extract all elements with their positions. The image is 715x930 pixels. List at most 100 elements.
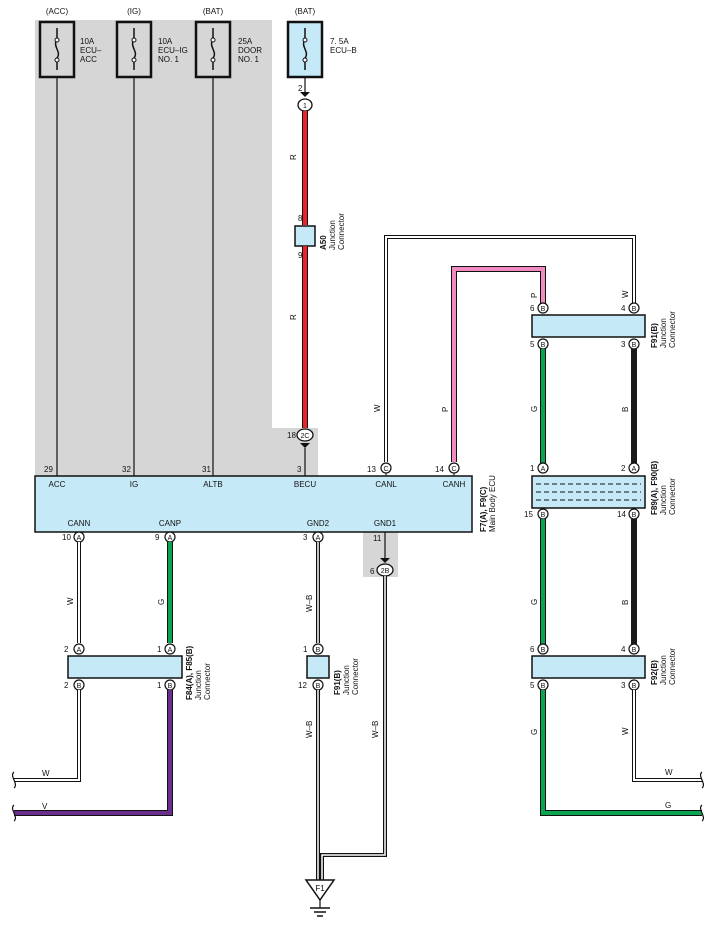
fuse-name: ECU–B bbox=[330, 46, 357, 55]
wire-color-label: W–B bbox=[371, 721, 380, 738]
fuse-name: ECU–IG bbox=[158, 46, 188, 55]
ecu-pin-number: 3 bbox=[303, 533, 308, 542]
wire-color-label: W bbox=[66, 597, 75, 605]
pin-number: 18 bbox=[287, 431, 296, 440]
ecu-pin-number: 32 bbox=[122, 465, 131, 474]
f92-junction-connector bbox=[531, 655, 646, 679]
wire-color-label: G bbox=[530, 599, 539, 605]
wire-color-label: W bbox=[373, 404, 382, 412]
fuse-rating: 25A bbox=[238, 37, 253, 46]
fuse-ecu-b: (BAT) 7. 5A ECU–B bbox=[286, 7, 357, 79]
wire-color-label: W bbox=[665, 768, 673, 777]
ecu-pin-label: CANP bbox=[159, 519, 181, 528]
pin-number: 2 bbox=[64, 645, 69, 654]
f84-f85-junction-connector bbox=[67, 655, 183, 679]
a50-desc-1: Junction bbox=[328, 220, 337, 250]
fuse-source-label: (ACC) bbox=[46, 7, 69, 16]
connector-pin: B bbox=[541, 647, 546, 654]
ecu-pin-number: 10 bbox=[62, 533, 71, 542]
pin-number: 9 bbox=[298, 251, 303, 260]
pin-number: 1 bbox=[530, 464, 535, 473]
fuse-source-label: (BAT) bbox=[203, 7, 224, 16]
f89-desc-1: Junction bbox=[659, 485, 668, 515]
ecu-pin-label: ACC bbox=[49, 480, 66, 489]
pin-number: 4 bbox=[621, 645, 626, 654]
wire-color-label: P bbox=[530, 293, 539, 298]
pin-number: 1 bbox=[157, 681, 162, 690]
pin-number: 4 bbox=[621, 304, 626, 313]
wire-color-label: V bbox=[42, 802, 48, 811]
connector-pin: B bbox=[168, 683, 173, 690]
ecu-name-2: Main Body ECU bbox=[488, 475, 497, 532]
fuse-name: ECU– bbox=[80, 46, 102, 55]
pin-number: 5 bbox=[530, 681, 535, 690]
a50-id: A50 bbox=[319, 235, 328, 250]
ecu-pin-label: ALTB bbox=[203, 480, 222, 489]
fuse-rating: 10A bbox=[80, 37, 95, 46]
pin-number: 12 bbox=[298, 681, 307, 690]
f92-id: F92(B) bbox=[650, 660, 659, 685]
connector-pin: B bbox=[632, 512, 637, 519]
connector-pin: B bbox=[632, 683, 637, 690]
a50-desc-2: Connector bbox=[337, 213, 346, 250]
fuse-source-label: (IG) bbox=[127, 7, 141, 16]
fuse-name-2: NO. 1 bbox=[158, 55, 179, 64]
connector-pin: A bbox=[77, 647, 82, 654]
f84-desc-1: Junction bbox=[194, 670, 203, 700]
ecu-pin-number: 3 bbox=[297, 465, 302, 474]
fuse-name-2: ACC bbox=[80, 55, 97, 64]
f91-upper-id: F91(B) bbox=[650, 323, 659, 348]
wire-color-label: G bbox=[665, 801, 671, 810]
f91-upper-desc-2: Connector bbox=[668, 311, 677, 348]
pin-number: 6 bbox=[530, 304, 535, 313]
wire-color-label: P bbox=[441, 407, 450, 412]
pin-number: 3 bbox=[621, 681, 626, 690]
pin-number: 6 bbox=[370, 567, 375, 576]
connector-pin: B bbox=[541, 683, 546, 690]
wire-color-label: G bbox=[530, 729, 539, 735]
ecu-pin-label: GND1 bbox=[374, 519, 397, 528]
connector-pin: A bbox=[541, 466, 546, 473]
wire-color-label: R bbox=[289, 314, 298, 320]
wire-color-label: W–B bbox=[305, 595, 314, 612]
ecu-pin-label: GND2 bbox=[307, 519, 330, 528]
f91-lower-desc-2: Connector bbox=[351, 658, 360, 695]
wire-color-label: B bbox=[621, 407, 630, 412]
connector-pin: B bbox=[632, 342, 637, 349]
f89-id: F89(A), F90(B) bbox=[650, 460, 659, 515]
connector-pin: B bbox=[316, 647, 321, 654]
fuse-name-2: NO. 1 bbox=[238, 55, 259, 64]
fuse-ig: (IG) 10A ECU–IG NO. 1 bbox=[115, 7, 188, 79]
pin-number: 5 bbox=[530, 340, 535, 349]
ecu-pin-number: 29 bbox=[44, 465, 53, 474]
connector-pin: C bbox=[451, 466, 456, 473]
ecu-pin-number: 14 bbox=[435, 465, 444, 474]
ecu-pin-label: IG bbox=[130, 480, 138, 489]
connector-pin: B bbox=[541, 512, 546, 519]
wire-color-label: W bbox=[42, 769, 50, 778]
f91-upper-desc-1: Junction bbox=[659, 318, 668, 348]
wire-color-label: W bbox=[621, 727, 630, 735]
ecu-pin-number: 13 bbox=[367, 465, 376, 474]
ecu-pin-label: CANN bbox=[68, 519, 91, 528]
wire-color-label: W–B bbox=[305, 721, 314, 738]
connector-pin: A bbox=[168, 535, 173, 542]
f92-desc-1: Junction bbox=[659, 655, 668, 685]
fuse-source-label: (BAT) bbox=[295, 7, 316, 16]
f89-desc-2: Connector bbox=[668, 478, 677, 515]
ground-f1: F1 bbox=[304, 879, 336, 917]
ecu-pin-number: 9 bbox=[155, 533, 160, 542]
f92-desc-2: Connector bbox=[668, 648, 677, 685]
pin-number: 2 bbox=[621, 464, 626, 473]
connector-pin: B bbox=[316, 683, 321, 690]
ecu-pin-label: CANL bbox=[375, 480, 397, 489]
connector-pin: B bbox=[541, 342, 546, 349]
power-source-shade bbox=[35, 20, 318, 476]
pin-number: 6 bbox=[530, 645, 535, 654]
ecu-pin-number: 11 bbox=[373, 534, 382, 543]
wire-color-label: W bbox=[621, 290, 630, 298]
fuse-rating: 7. 5A bbox=[330, 37, 349, 46]
f91-upper-junction-connector bbox=[531, 314, 646, 338]
f91-lower-id: F91(B) bbox=[333, 670, 342, 695]
